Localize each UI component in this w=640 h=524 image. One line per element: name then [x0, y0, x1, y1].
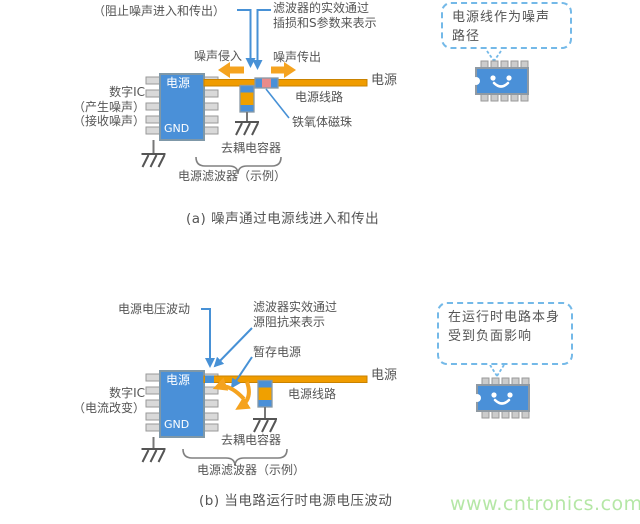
- ic-side-a-line2: （产生噪声）: [72, 99, 145, 114]
- annotation-filter-effect-a-line2: 插损和S参数来表示: [273, 15, 377, 30]
- leader-voltage-fluctuation: [201, 308, 215, 368]
- ic-side-b-line1: 数字IC: [109, 386, 145, 400]
- mascot-a-eye-left: [490, 75, 496, 81]
- current-arrow-to-ic: [212, 377, 246, 401]
- mascot-a-notch: [472, 77, 480, 85]
- bubble-b-tail: [489, 364, 505, 377]
- ic-a: [145, 73, 219, 141]
- mascot-b-eye-right: [507, 392, 513, 398]
- ic-side-a-line1: 数字IC: [109, 85, 145, 99]
- leader-block-noise: [237, 9, 256, 68]
- power-label-a: 电源: [371, 73, 398, 88]
- ic-b-power-pin-label: 电源: [166, 373, 191, 387]
- annotation-stored-power: 暂存电源: [253, 345, 302, 359]
- mascot-a-eye-right: [506, 75, 512, 81]
- bubble-a-line1: 电源线作为噪声: [452, 10, 551, 25]
- current-arrow-down: [235, 381, 251, 410]
- bubble-b-line2: 受到负面影响: [448, 329, 533, 344]
- noise-in-arrow: [218, 62, 244, 78]
- power-line-label-a: 电源线路: [295, 90, 344, 104]
- ic-side-label-b: 数字IC （电流改变）: [58, 386, 145, 415]
- annotation-filter-effect-b: 滤波器实效通过 源阻抗来表示: [253, 300, 337, 329]
- ic-b-ground-symbol: [141, 448, 166, 463]
- annotation-filter-effect-b-line1: 滤波器实效通过: [253, 300, 338, 314]
- bubble-a-line2: 路径: [452, 29, 481, 44]
- mascot-b-eye-left: [491, 392, 497, 398]
- caption-a: (a) 噪声通过电源线进入和传出: [186, 211, 380, 227]
- ferrite-bead-label: 铁氧体磁珠: [292, 115, 353, 129]
- decoupling-cap-label-a: 去耦电容器: [221, 141, 282, 155]
- leader-stored-power: [230, 356, 253, 389]
- watermark: www.cntronics.com: [450, 493, 640, 515]
- bubble-a-tail: [486, 50, 502, 62]
- ic-mascot-b: [473, 377, 530, 419]
- ic-mascot-a: [472, 60, 529, 102]
- leader-filter-effect-b: [213, 327, 253, 368]
- noise-in-label: 噪声侵入: [194, 49, 243, 63]
- ic-a-body: [159, 73, 205, 141]
- capacitor-a-ground-symbol: [235, 121, 259, 136]
- power-line-b: [203, 375, 368, 383]
- power-line-a: [203, 79, 368, 87]
- annotation-filter-effect-a: 滤波器的实效通过 插损和S参数来表示: [273, 1, 377, 30]
- speech-bubble-b: 在运行时电路本身 受到负面影响: [437, 302, 573, 365]
- ferrite-bead-a: [254, 77, 279, 89]
- ic-a-power-pin-label: 电源: [166, 76, 191, 90]
- leader-filter-effect-a: [252, 9, 271, 70]
- speech-bubble-a: 电源线作为噪声 路径: [441, 2, 572, 49]
- decoupling-capacitor-a: [239, 84, 255, 113]
- annotation-block-noise: （阻止噪声进入和传出）: [93, 4, 226, 18]
- ic-b-body: [159, 370, 205, 438]
- decoupling-cap-label-b: 去耦电容器: [221, 433, 282, 447]
- annotation-filter-effect-b-line2: 源阻抗来表示: [253, 314, 326, 329]
- filter-brace-b: [182, 448, 288, 467]
- noise-out-arrow: [271, 62, 296, 78]
- noise-out-label: 噪声传出: [273, 50, 322, 64]
- mascot-b-smile: [493, 398, 511, 405]
- capacitor-b-ground-symbol: [253, 418, 277, 433]
- mascot-b-notch: [473, 394, 481, 402]
- ic-a-ground-symbol: [141, 153, 166, 168]
- filter-example-label-b: 电源滤波器（示例）: [197, 463, 306, 477]
- bubble-b-line1: 在运行时电路本身: [448, 310, 561, 325]
- ic-side-a-line3: （接收噪声）: [72, 114, 145, 128]
- mascot-a-smile: [492, 81, 510, 88]
- ic-a-gnd-pin-label: GND: [164, 122, 190, 135]
- voltage-junction-marker: [205, 375, 214, 383]
- filter-brace-a: [195, 156, 282, 175]
- power-line-label-b: 电源线路: [288, 387, 337, 401]
- leader-ferrite-bead: [265, 88, 290, 119]
- caption-b: (b) 当电路运行时电源电压波动: [199, 493, 393, 509]
- filter-example-label-a: 电源滤波器（示例）: [178, 169, 287, 183]
- annotation-filter-effect-a-line1: 滤波器的实效通过: [273, 1, 370, 15]
- decoupling-capacitor-b: [257, 379, 273, 408]
- annotation-voltage-fluctuation: 电源电压波动: [118, 302, 191, 316]
- ic-side-label-a: 数字IC （产生噪声） （接收噪声）: [58, 85, 145, 129]
- ic-b-gnd-pin-label: GND: [164, 418, 190, 431]
- power-label-b: 电源: [371, 368, 398, 383]
- ic-side-b-line2: （电流改变）: [72, 400, 145, 415]
